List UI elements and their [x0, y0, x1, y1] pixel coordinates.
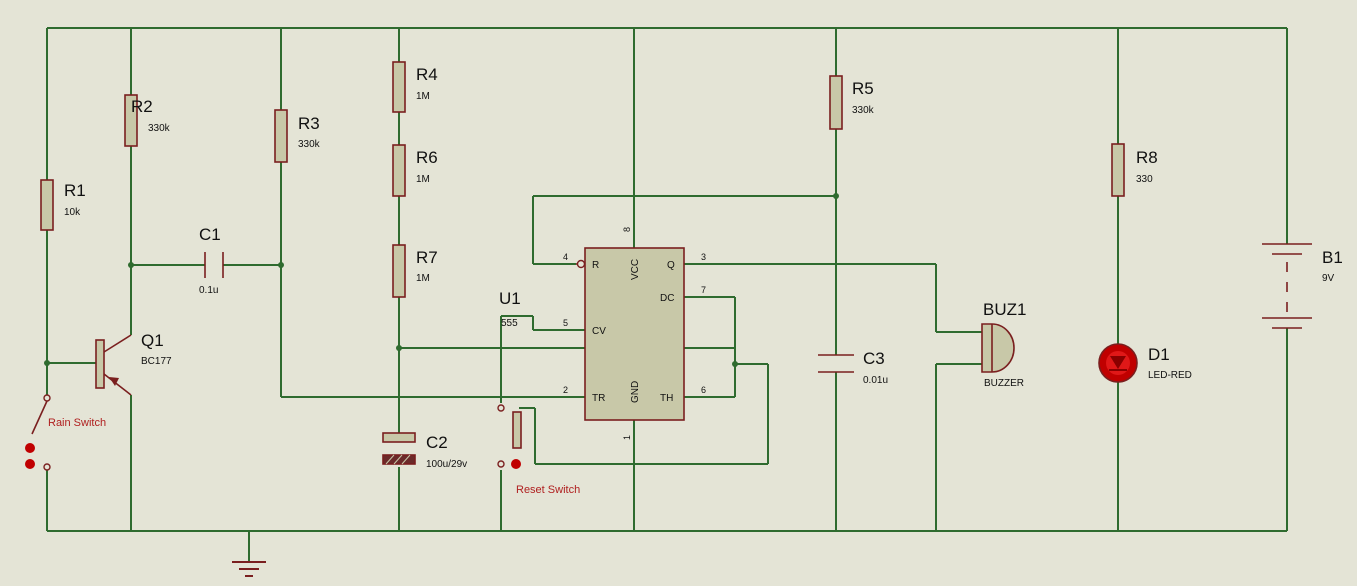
led-d1[interactable]: D1 LED-RED	[1098, 343, 1192, 383]
junctions	[44, 193, 839, 367]
wires	[46, 27, 1288, 562]
r2-ref: R2	[131, 97, 153, 116]
pin-label-vcc: VCC	[630, 259, 641, 280]
pin-label-r: R	[592, 260, 599, 271]
reset-switch[interactable]: Reset Switch	[497, 404, 580, 496]
resistor-r3[interactable]: R3 330k	[274, 109, 321, 163]
r3-value: 330k	[298, 139, 321, 150]
timer-ic-u1[interactable]: U1 555 R CV TR Q DC TH VCC GND 4 5 2 3 7…	[499, 227, 706, 440]
pin-number-3: 3	[701, 252, 706, 262]
pin-number-5: 5	[563, 318, 568, 328]
r7-ref: R7	[416, 248, 438, 267]
transistor-q1[interactable]: Q1 BC177	[95, 331, 172, 396]
r4-value: 1M	[416, 91, 430, 102]
q1-ref: Q1	[141, 331, 164, 350]
resistor-r8[interactable]: R8 330	[1111, 143, 1158, 197]
pin-number-6: 6	[701, 385, 706, 395]
pin-label-cv: CV	[592, 326, 606, 337]
rain-switch-label: Rain Switch	[48, 417, 106, 429]
r5-ref: R5	[852, 79, 874, 98]
resistor-r6[interactable]: R6 1M	[392, 144, 438, 197]
c1-ref: C1	[199, 225, 221, 244]
buz1-value: BUZZER	[984, 378, 1024, 389]
pin-number-7: 7	[701, 285, 706, 295]
b1-ref: B1	[1322, 248, 1343, 267]
r7-value: 1M	[416, 273, 430, 284]
r4-ref: R4	[416, 65, 438, 84]
r6-ref: R6	[416, 148, 438, 167]
pin-label-q: Q	[667, 260, 675, 271]
pin-label-dc: DC	[660, 293, 674, 304]
pin-number-1: 1	[622, 435, 632, 440]
r3-ref: R3	[298, 114, 320, 133]
capacitor-c1[interactable]: C1 0.1u	[199, 225, 224, 296]
c2-value: 100u/29v	[426, 459, 467, 470]
c2-ref: C2	[426, 433, 448, 452]
capacitor-c3[interactable]: C3 0.01u	[818, 349, 888, 386]
pin-label-th: TH	[660, 393, 673, 404]
reset-switch-label: Reset Switch	[516, 484, 580, 496]
pin-number-8: 8	[622, 227, 632, 232]
q1-value: BC177	[141, 356, 172, 367]
r2-value: 330k	[148, 123, 171, 134]
buzzer-buz1[interactable]: BUZ1 BUZZER	[981, 300, 1026, 389]
r8-ref: R8	[1136, 148, 1158, 167]
capacitor-c2[interactable]: C2 100u/29v	[382, 432, 467, 470]
r8-value: 330	[1136, 174, 1153, 185]
resistor-r1[interactable]: R1 10k	[40, 179, 86, 231]
r5-value: 330k	[852, 105, 875, 116]
u1-ref: U1	[499, 289, 521, 308]
pin-number-2: 2	[563, 385, 568, 395]
d1-ref: D1	[1148, 345, 1170, 364]
ground-symbol	[232, 561, 266, 577]
r6-value: 1M	[416, 174, 430, 185]
r1-value: 10k	[64, 207, 81, 218]
c1-value: 0.1u	[199, 285, 218, 296]
rain-switch[interactable]: Rain Switch	[25, 394, 106, 471]
c3-ref: C3	[863, 349, 885, 368]
u1-value: 555	[501, 318, 518, 329]
battery-b1[interactable]: B1 9V	[1262, 243, 1343, 329]
resistor-r2[interactable]: R2 330k	[124, 94, 171, 147]
resistor-r5[interactable]: R5 330k	[829, 75, 875, 130]
b1-value: 9V	[1322, 273, 1335, 284]
c3-value: 0.01u	[863, 375, 888, 386]
r1-ref: R1	[64, 181, 86, 200]
pin-number-4: 4	[563, 252, 568, 262]
resistor-r7[interactable]: R7 1M	[392, 244, 438, 298]
d1-value: LED-RED	[1148, 370, 1192, 381]
buz1-ref: BUZ1	[983, 300, 1026, 319]
pin-label-tr: TR	[592, 393, 605, 404]
resistor-r4[interactable]: R4 1M	[392, 61, 438, 113]
pin-label-gnd: GND	[630, 381, 641, 403]
